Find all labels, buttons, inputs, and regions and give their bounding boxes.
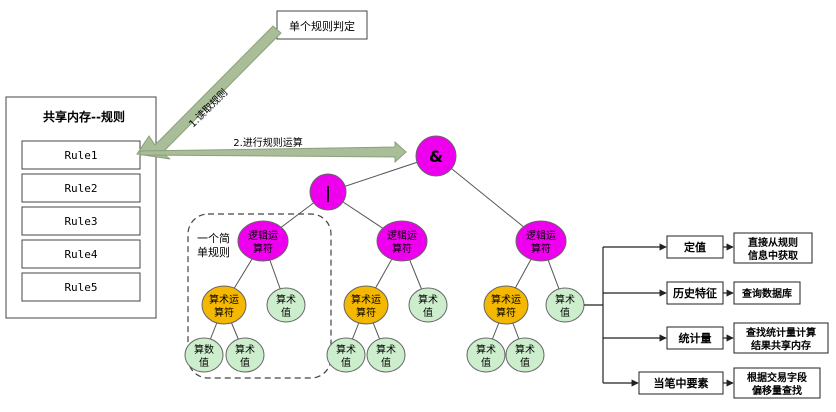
svg-text:算符: 算符 (392, 242, 412, 255)
arith-value-leaf-4[interactable]: 算术 值 (466, 337, 506, 373)
svg-text:值: 值 (381, 356, 391, 369)
arith-operator-node-2[interactable]: 算术运 算符 (343, 285, 389, 325)
rule-calc-arrow: 2.进行规则运算 (139, 136, 407, 164)
simple-rule-label-line2: 单规则 (197, 245, 230, 259)
svg-text:查找统计量计算: 查找统计量计算 (745, 326, 816, 339)
svg-text:结果共享内存: 结果共享内存 (751, 339, 811, 352)
source-current-box[interactable]: 根据交易字段 偏移量查找 (733, 367, 821, 399)
svg-text:值: 值 (520, 356, 530, 369)
svg-text:算术: 算术 (336, 343, 356, 356)
value-type-history[interactable]: 历史特征 (666, 281, 724, 305)
arith-value-leaf-1[interactable]: 算术 值 (225, 337, 265, 373)
svg-text:算术: 算术 (376, 343, 396, 356)
svg-text:算符: 算符 (496, 306, 516, 319)
svg-text:算术运: 算术运 (491, 293, 521, 306)
svg-text:算符: 算符 (531, 242, 551, 255)
numeric-value-node-1[interactable]: 算数 值 (184, 337, 224, 373)
svg-text:查询数据库: 查询数据库 (741, 287, 792, 300)
arith-operator-node-3[interactable]: 算术运 算符 (483, 285, 529, 325)
simple-rule-boundary (187, 213, 332, 379)
rule-item-5[interactable] (21, 272, 141, 302)
arith-value-leaf-2[interactable]: 算术 值 (326, 337, 366, 373)
svg-text:逻辑运: 逻辑运 (248, 229, 278, 242)
logic-operator-node-2[interactable]: 逻辑运 算符 (376, 220, 428, 262)
logic-operator-node-1[interactable]: 逻辑运 算符 (237, 220, 289, 262)
or-node[interactable] (309, 173, 347, 211)
svg-text:值: 值 (199, 356, 209, 369)
root-and-node[interactable] (415, 135, 457, 177)
svg-text:值: 值 (560, 306, 570, 319)
arith-value-node-2[interactable]: 算术 值 (408, 287, 448, 323)
svg-text:逻辑运: 逻辑运 (526, 229, 556, 242)
svg-text:统计量: 统计量 (679, 331, 712, 345)
arith-value-leaf-5[interactable]: 算术 值 (505, 337, 545, 373)
value-type-fixed[interactable]: 定值 (666, 235, 724, 259)
svg-text:值: 值 (240, 356, 250, 369)
arith-value-node-3[interactable]: 算术 值 (545, 287, 585, 323)
single-rule-judge-box (276, 10, 368, 40)
svg-text:算符: 算符 (356, 306, 376, 319)
svg-text:算符: 算符 (253, 242, 273, 255)
svg-text:直接从规则: 直接从规则 (748, 236, 798, 249)
svg-text:值: 值 (481, 356, 491, 369)
rule-label-1: Rule1 (64, 149, 97, 162)
rule-label-3: Rule3 (64, 215, 97, 228)
shared-memory-title: 共享内存--规则 (43, 109, 125, 124)
svg-text:算术: 算术 (555, 293, 575, 306)
arith-value-leaf-3[interactable]: 算术 值 (366, 337, 406, 373)
svg-text:算术: 算术 (276, 293, 296, 306)
svg-text:历史特征: 历史特征 (673, 286, 717, 300)
svg-text:当笔中要素: 当笔中要素 (654, 376, 709, 390)
svg-text:算符: 算符 (214, 306, 234, 319)
simple-rule-label-line1: 一个简 (197, 231, 230, 245)
value-source-bracket (584, 243, 734, 387)
rule-calc-label: 2.进行规则运算 (233, 136, 303, 149)
single-rule-judge-label: 单个规则判定 (289, 19, 355, 33)
rule-list: Rule1 Rule2 Rule3 Rule4 Rule5 (21, 140, 141, 302)
arith-operator-node-1[interactable]: 算术运 算符 (201, 285, 247, 325)
svg-text:算术: 算术 (235, 343, 255, 356)
value-type-current[interactable]: 当笔中要素 (638, 371, 724, 395)
or-symbol: | (325, 183, 331, 203)
svg-text:算数: 算数 (194, 343, 214, 356)
svg-text:算术运: 算术运 (209, 293, 239, 306)
svg-text:值: 值 (281, 306, 291, 319)
svg-text:值: 值 (423, 306, 433, 319)
source-history-box[interactable]: 查询数据库 (733, 281, 801, 305)
svg-text:逻辑运: 逻辑运 (387, 229, 417, 242)
svg-text:定值: 定值 (684, 240, 706, 254)
svg-text:偏移量查找: 偏移量查找 (752, 384, 802, 397)
rule-item-3[interactable] (21, 206, 141, 236)
source-statistic-box[interactable]: 查找统计量计算 结果共享内存 (733, 322, 829, 354)
rule-label-4: Rule4 (64, 248, 97, 261)
arith-value-node-1[interactable]: 算术 值 (266, 287, 306, 323)
source-fixed-box[interactable]: 直接从规则 信息中获取 (733, 232, 813, 264)
rule-item-1[interactable] (21, 140, 141, 170)
svg-text:算术运: 算术运 (351, 293, 381, 306)
rule-item-4[interactable] (21, 239, 141, 269)
svg-text:根据交易字段: 根据交易字段 (747, 371, 807, 384)
svg-text:算术: 算术 (515, 343, 535, 356)
value-type-statistic[interactable]: 统计量 (666, 326, 724, 350)
svg-text:算术: 算术 (418, 293, 438, 306)
rule-label-2: Rule2 (64, 182, 97, 195)
shared-memory-panel: 共享内存--规则 Rule1 Rule2 Rule3 Rule4 Rule5 (5, 96, 157, 319)
svg-text:信息中获取: 信息中获取 (748, 249, 799, 262)
rule-item-2[interactable] (21, 173, 141, 203)
root-and-symbol: & (429, 147, 443, 166)
rule-label-5: Rule5 (64, 281, 97, 294)
logic-operator-node-3[interactable]: 逻辑运 算符 (515, 220, 567, 262)
svg-text:值: 值 (341, 356, 351, 369)
svg-text:算术: 算术 (476, 343, 496, 356)
